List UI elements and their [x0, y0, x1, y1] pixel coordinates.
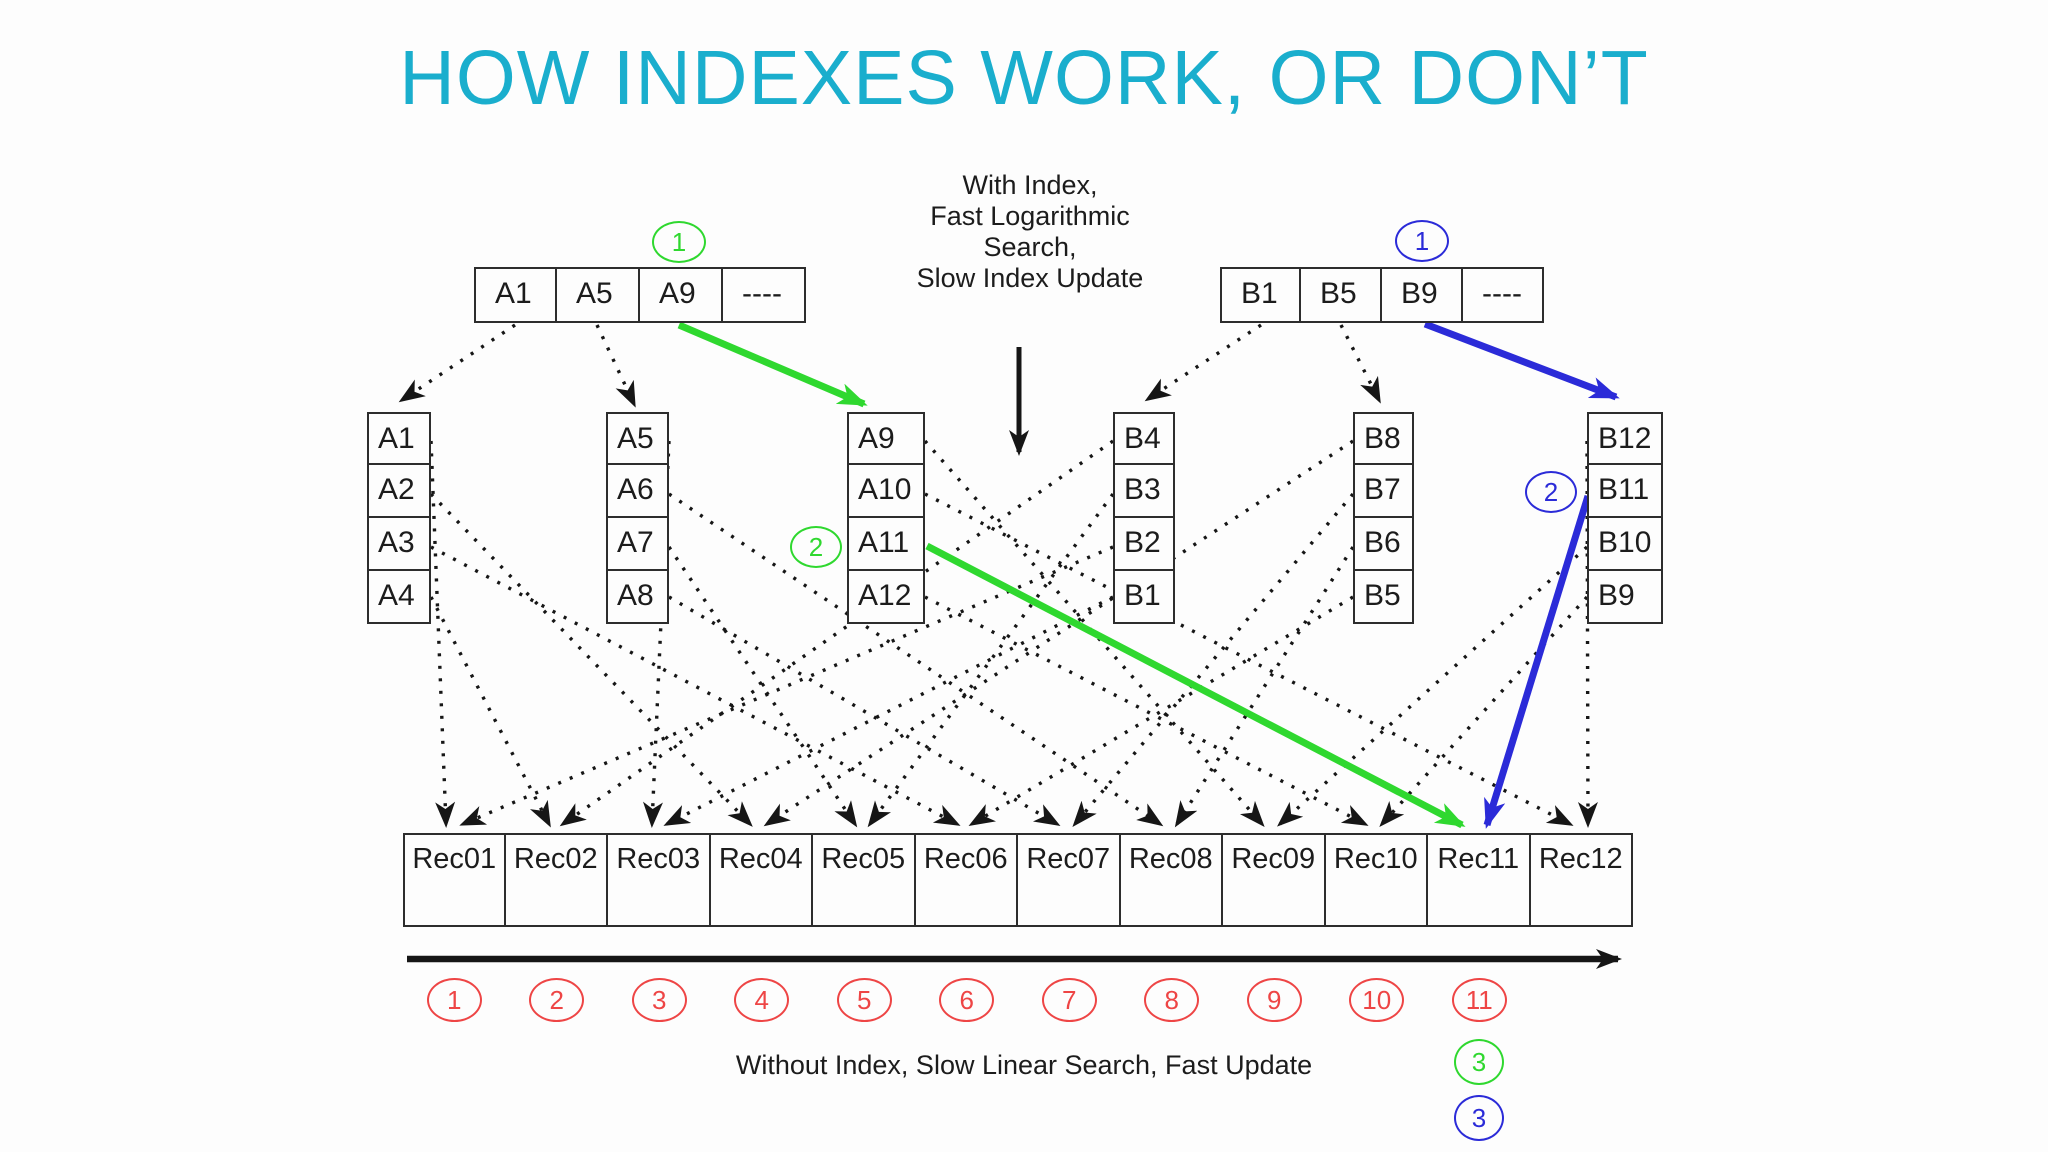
record-cell: Rec05 [813, 833, 916, 927]
green-search-path-arrow [677, 321, 868, 408]
index-a-cell: A9 [640, 267, 723, 323]
record-cell: Rec09 [1223, 833, 1326, 927]
slide-title: HOW INDEXES WORK, OR DON’T [399, 35, 1649, 121]
record-cell: Rec11 [1428, 833, 1531, 927]
index-b-cell: B9 [1382, 267, 1463, 323]
leaf-col-a1-cell: A4 [367, 571, 431, 624]
index-pointer-dotted-arrow [459, 545, 1114, 826]
with-index-note-line: With Index, [962, 170, 1098, 200]
leaf-col-b4-cell: B3 [1113, 465, 1175, 518]
leaf-col-b8-cell: B6 [1353, 518, 1414, 571]
scan-step-10-badge: 10 [1349, 978, 1405, 1022]
index-b-cell: B1 [1220, 267, 1301, 323]
scan-step-2-badge: 2 [529, 978, 585, 1022]
index-pointer-dotted-arrow [398, 323, 516, 403]
record-cell: Rec06 [915, 833, 1018, 927]
record-cell: Rec12 [1530, 833, 1633, 927]
leaf-col-a9-cell: A11 [847, 518, 925, 571]
index-pointer-dotted-arrow [924, 595, 1369, 826]
search-step-blue-2-badge: 2 [1525, 471, 1577, 513]
index-pointer-dotted-arrow [1339, 324, 1381, 404]
index-a-cell: A5 [557, 267, 640, 323]
scan-step-5-badge: 5 [836, 978, 892, 1022]
index-pointer-dotted-arrow [429, 596, 551, 828]
index-pointer-dotted-arrow [1144, 323, 1262, 402]
index-pointer-dotted-arrow [595, 324, 636, 408]
record-cell: Rec01 [403, 833, 506, 927]
record-cell: Rec04 [710, 833, 813, 927]
leaf-col-a5-cell: A8 [606, 571, 669, 624]
green-search-path-arrow [925, 542, 1466, 829]
leaf-col-a9-cell: A10 [847, 465, 925, 518]
scan-step-8-badge: 8 [1144, 978, 1200, 1022]
index-pointer-dotted-arrow [1174, 546, 1355, 828]
index-pointer-dotted-arrow [429, 440, 456, 828]
index-pointer-dotted-arrow [429, 492, 753, 827]
with-index-note-line: Slow Index Update [916, 263, 1144, 293]
search-step-green-1-badge: 1 [652, 221, 706, 263]
scan-step-11-badge: 11 [1451, 978, 1507, 1022]
leaf-col-b4-cell: B4 [1113, 412, 1175, 465]
index-b-cell: ---- [1463, 267, 1544, 323]
index-pointer-dotted-arrow [1379, 595, 1589, 827]
green-step-3-badge: 3 [1454, 1039, 1504, 1085]
leaf-col-a5-cell: A7 [606, 518, 669, 571]
leaf-col-b8-cell: B7 [1353, 465, 1414, 518]
leaf-col-b8-cell: B8 [1353, 412, 1414, 465]
leaf-col-b4-cell: B1 [1113, 571, 1175, 624]
index-pointer-dotted-arrow [924, 492, 1574, 826]
blue-search-path-arrow [1483, 494, 1592, 829]
with-index-note-line: Fast Logarithmic [930, 201, 1130, 231]
scan-step-7-badge: 7 [1041, 978, 1097, 1022]
search-step-green-2-badge: 2 [790, 526, 842, 568]
scan-step-9-badge: 9 [1246, 978, 1302, 1022]
record-cell: Rec03 [608, 833, 711, 927]
leaf-col-a5-cell: A5 [606, 412, 669, 465]
index-a-cell: ---- [723, 267, 806, 323]
index-pointer-dotted-arrow [1277, 545, 1589, 827]
search-step-blue-1-badge: 1 [1395, 220, 1449, 262]
index-a-cell: A1 [474, 267, 557, 323]
record-cell: Rec08 [1120, 833, 1223, 927]
leaf-col-a1-cell: A3 [367, 518, 431, 571]
scan-step-1-badge: 1 [426, 978, 482, 1022]
record-cell: Rec02 [505, 833, 608, 927]
index-pointer-dotted-arrow [763, 439, 1354, 827]
leaf-col-a1-cell: A1 [367, 412, 431, 465]
index-pointer-dotted-arrow [968, 595, 1354, 827]
blue-search-path-arrow [1423, 320, 1620, 401]
scan-step-4-badge: 4 [734, 978, 790, 1022]
record-cell: Rec10 [1325, 833, 1428, 927]
leaf-col-b12-cell: B9 [1587, 571, 1663, 624]
without-index-note: Without Index, Slow Linear Search, Fast … [735, 1050, 1313, 1080]
blue-step-3-badge: 3 [1454, 1095, 1504, 1141]
leaf-col-a9-cell: A12 [847, 571, 925, 624]
leaf-col-b12-cell: B12 [1587, 412, 1663, 465]
leaf-col-a5-cell: A6 [606, 465, 669, 518]
index-pointer-dotted-arrow [923, 439, 1265, 828]
leaf-col-a1-cell: A2 [367, 465, 431, 518]
scan-step-6-badge: 6 [939, 978, 995, 1022]
leaf-col-a9-cell: A9 [847, 412, 925, 465]
leaf-col-b4-cell: B2 [1113, 518, 1175, 571]
index-b-cell: B5 [1301, 267, 1382, 323]
with-index-note-line: Search, [983, 232, 1077, 262]
scan-step-3-badge: 3 [631, 978, 687, 1022]
leaf-col-b12-cell: B11 [1587, 465, 1663, 518]
record-cell: Rec07 [1018, 833, 1121, 927]
index-pointer-dotted-arrow [663, 595, 1114, 826]
leaf-col-b8-cell: B5 [1353, 571, 1414, 624]
leaf-col-b12-cell: B10 [1587, 518, 1663, 571]
